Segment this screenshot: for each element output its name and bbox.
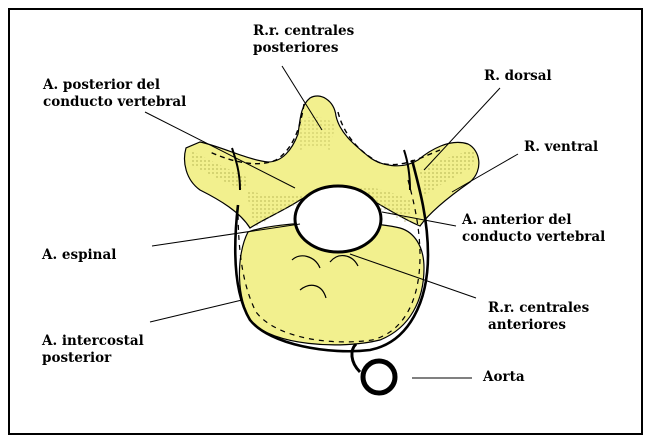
label-r-ventral: R. ventral (524, 139, 598, 156)
spinal-canal (295, 186, 381, 252)
label-r-dorsal: R. dorsal (484, 68, 552, 85)
aorta-vessel (363, 361, 395, 393)
label-aorta: Aorta (483, 369, 525, 386)
label-a-espinal: A. espinal (42, 247, 116, 264)
